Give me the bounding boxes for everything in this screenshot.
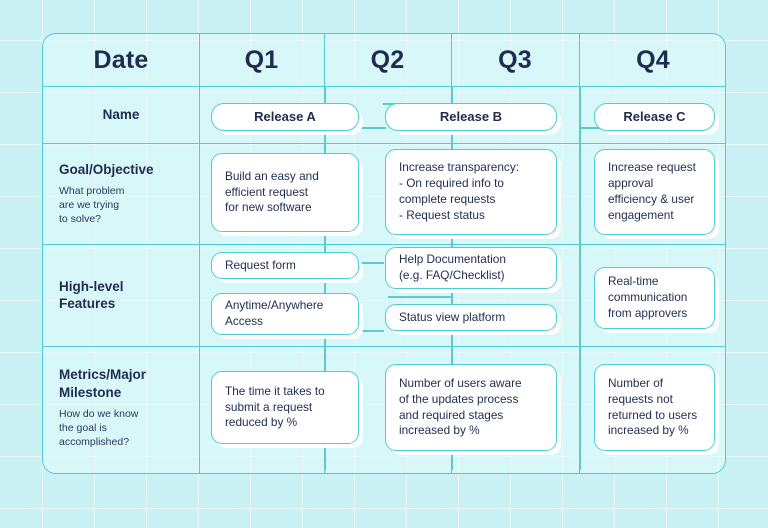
row-label-metrics: Metrics/Major Milestone How do we know t…	[43, 346, 199, 470]
row-label-metrics-subtitle: How do we know the goal is accomplished?	[59, 407, 139, 448]
roadmap-table: Date Q1 Q2 Q3 Q4 Name Goal/Objective Wha…	[42, 33, 726, 474]
row-label-goal-subtitle: What problem are we trying to solve?	[59, 184, 125, 225]
release-card-c-label: Release C	[623, 109, 686, 125]
metric-card-q1-text: The time it takes to submit a request re…	[225, 383, 325, 430]
connector-q4-trunk	[579, 86, 581, 470]
release-card-c[interactable]: Release C	[594, 103, 715, 131]
header-q2: Q2	[370, 45, 405, 74]
row-label-goal-title: Goal/Objective	[59, 161, 154, 177]
connector-q1-name-out	[324, 127, 386, 129]
column-divider-1	[199, 34, 201, 473]
header-q4: Q4	[636, 45, 670, 74]
feature-card-help-documentation[interactable]: Help Documentation (e.g. FAQ/Checklist)	[385, 247, 557, 289]
connector-q2-feat2	[388, 296, 451, 298]
feature-card-request-form-text: Request form	[225, 257, 296, 272]
feature-card-realtime-comm-text: Real-time communication from approvers	[608, 274, 688, 320]
feature-card-request-form[interactable]: Request form	[211, 252, 359, 279]
metric-card-q4[interactable]: Number of requests not returned to users…	[594, 364, 715, 451]
goal-card-q2q3-text: Increase transparency: - On required inf…	[399, 160, 519, 222]
release-card-b[interactable]: Release B	[385, 103, 557, 131]
row-divider-name	[43, 143, 725, 145]
goal-card-q2q3[interactable]: Increase transparency: - On required inf…	[385, 149, 557, 235]
row-divider-header	[43, 86, 725, 88]
row-label-features: High-level Features	[43, 244, 199, 346]
header-date: Date	[93, 45, 149, 74]
release-card-a[interactable]: Release A	[211, 103, 359, 131]
release-card-b-label: Release B	[439, 109, 503, 125]
row-label-features-title: High-level Features	[59, 278, 124, 311]
row-label-name: Name	[43, 86, 199, 143]
row-label-metrics-title: Metrics/Major Milestone	[59, 367, 147, 400]
metric-card-q1[interactable]: The time it takes to submit a request re…	[211, 371, 359, 444]
metric-card-q2q3[interactable]: Number of users aware of the updates pro…	[385, 364, 557, 451]
feature-card-status-view-text: Status view platform	[399, 309, 506, 324]
row-label-goal: Goal/Objective What problem are we tryin…	[43, 143, 199, 244]
header-q1: Q1	[244, 45, 279, 74]
feature-card-realtime-comm[interactable]: Real-time communication from approvers	[594, 267, 715, 329]
row-divider-features	[43, 346, 725, 348]
metric-card-q2q3-text: Number of users aware of the updates pro…	[399, 375, 522, 438]
feature-card-help-documentation-text: Help Documentation (e.g. FAQ/Checklist)	[399, 252, 506, 282]
feature-card-anytime-access-text: Anytime/Anywhere Access	[225, 298, 324, 328]
row-divider-goal	[43, 244, 725, 246]
feature-card-anytime-access[interactable]: Anytime/Anywhere Access	[211, 293, 359, 335]
metric-card-q4-text: Number of requests not returned to users…	[608, 375, 698, 438]
goal-card-q4[interactable]: Increase request approval efficiency & u…	[594, 149, 715, 235]
header-q3: Q3	[498, 45, 532, 74]
goal-card-q1-text: Build an easy and efficient request for …	[225, 168, 319, 215]
row-label-name-title: Name	[102, 106, 140, 122]
goal-card-q4-text: Increase request approval efficiency & u…	[608, 160, 696, 222]
release-card-a-label: Release A	[254, 109, 316, 125]
feature-card-status-view[interactable]: Status view platform	[385, 304, 557, 331]
goal-card-q1[interactable]: Build an easy and efficient request for …	[211, 153, 359, 232]
